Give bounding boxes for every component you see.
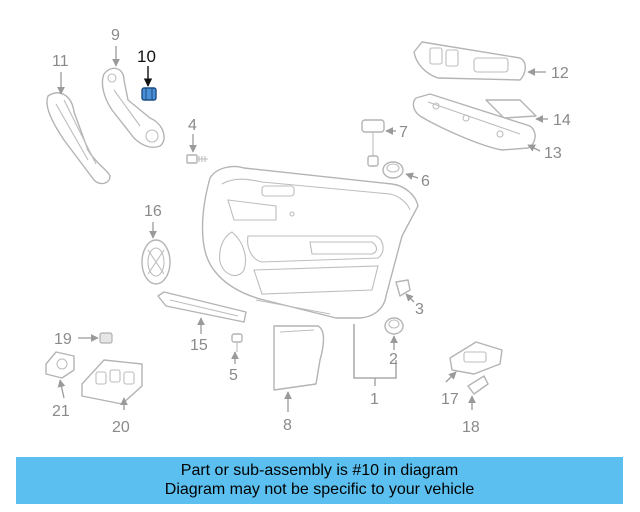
- part-7-lock-knob: [361, 119, 385, 167]
- part-13-armrest-base: [412, 93, 536, 151]
- leader-lines: [57, 46, 548, 412]
- callout-2: 2: [389, 351, 398, 368]
- part-15-trim-strip: [157, 291, 247, 323]
- callout-1: 1: [370, 391, 379, 408]
- callout-19: 19: [54, 331, 72, 348]
- part-18-bulb: [467, 375, 489, 395]
- part-1-door-trim-panel: [201, 165, 419, 319]
- callout-5: 5: [229, 367, 238, 384]
- part-9-handle-bracket: [101, 67, 165, 148]
- banner-line-disclaimer: Diagram may not be specific to your vehi…: [164, 481, 475, 498]
- callout-15: 15: [190, 337, 208, 354]
- callout-18: 18: [462, 419, 480, 436]
- parts-diagram: 11 9 10 4 7 6 12 14 13 16 3 15 2 5 8 1 1…: [45, 27, 571, 436]
- part-3-clip: [395, 279, 411, 297]
- part-5-screw: [231, 333, 243, 352]
- part-21-mirror-switch: [45, 351, 75, 379]
- info-banner: Part or sub-assembly is #10 in diagram D…: [16, 457, 623, 504]
- part-17-lamp-housing: [449, 341, 503, 375]
- part-10-clip: [141, 87, 157, 101]
- callout-4: 4: [188, 117, 197, 134]
- callout-6: 6: [421, 173, 430, 190]
- part-19-clip: [99, 332, 113, 344]
- callout-labels: 11 9 10 4 7 6 12 14 13 16 3 15 2 5 8 1 1…: [52, 27, 571, 436]
- callout-13: 13: [544, 145, 562, 162]
- callout-9: 9: [111, 27, 120, 44]
- part-8-door-pocket: [273, 325, 325, 391]
- callout-8: 8: [283, 417, 292, 434]
- banner-line-part: Part or sub-assembly is #10 in diagram: [180, 462, 459, 479]
- part-2-grommet: [384, 317, 404, 335]
- part-20-window-switch: [81, 359, 143, 405]
- callout-14: 14: [553, 112, 571, 129]
- callout-11: 11: [52, 53, 69, 70]
- callout-21: 21: [52, 403, 70, 420]
- callout-17: 17: [441, 391, 459, 408]
- part-12-switch-bezel: [413, 41, 526, 81]
- callout-16: 16: [144, 203, 162, 220]
- callout-12: 12: [551, 65, 569, 82]
- callout-20: 20: [112, 419, 130, 436]
- callout-7: 7: [399, 124, 408, 141]
- callout-3: 3: [415, 301, 424, 318]
- callout-10: 10: [137, 47, 156, 66]
- part-6-grommet: [382, 161, 404, 179]
- part-16-speaker: [141, 239, 171, 285]
- part-4-screw: [186, 154, 208, 164]
- part-11-pull-handle: [46, 92, 111, 185]
